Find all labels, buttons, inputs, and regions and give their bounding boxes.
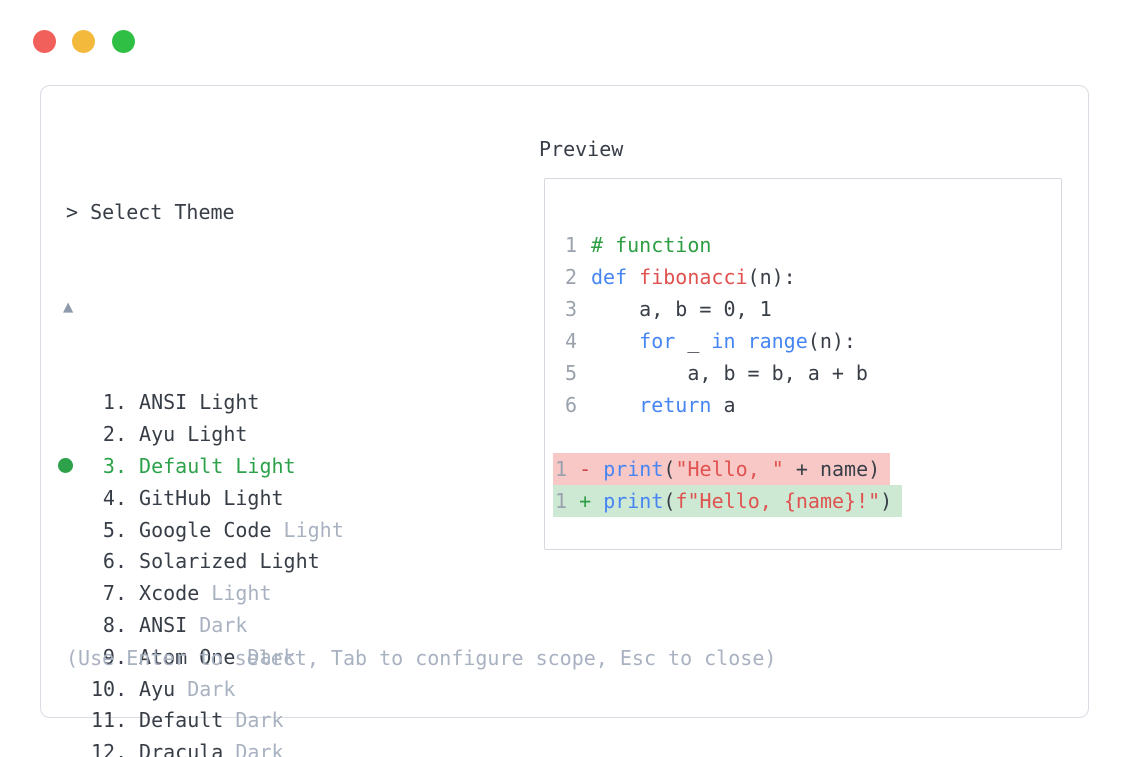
theme-item[interactable]: 7. Xcode Light <box>41 578 344 610</box>
theme-item-name-muted: Dark <box>187 612 248 637</box>
theme-item[interactable]: 6. Solarized Light <box>41 546 344 578</box>
theme-item-name-muted: Dark <box>223 740 284 757</box>
theme-item-number: 5. <box>102 517 127 542</box>
theme-item-name: Xcode <box>127 581 200 606</box>
theme-item-number: 3. <box>102 453 127 478</box>
theme-item[interactable]: 5. Google Code Light <box>41 515 344 547</box>
diff-removed-line: 1 - print("Hello, " + name) <box>553 453 902 485</box>
theme-item[interactable]: 3. Default Light <box>41 451 344 483</box>
theme-item-number: 11. <box>91 708 128 733</box>
code-line: 5 a, b = b, a + b <box>564 361 868 385</box>
code-line: 4 for _ in range(n): <box>564 329 856 353</box>
theme-item[interactable]: 11. Default Dark <box>41 705 344 737</box>
theme-item-name: ANSI Light <box>127 390 260 415</box>
theme-item[interactable]: 4. GitHub Light <box>41 483 344 515</box>
theme-item[interactable]: 8. ANSI Dark <box>41 610 344 642</box>
diff-added-line: 1 + print(f"Hello, {name}!") <box>553 485 903 517</box>
theme-item-name: Dracula <box>127 740 224 757</box>
theme-item-number: 2. <box>102 422 127 447</box>
theme-item-name-muted: Light <box>199 581 272 606</box>
theme-item-name: Google Code <box>127 517 272 542</box>
theme-item-number: 6. <box>102 549 127 574</box>
theme-item-name: Ayu Light <box>127 422 248 447</box>
empty-line <box>553 421 902 453</box>
selected-indicator <box>58 451 91 483</box>
window-minimize-button[interactable] <box>72 30 95 53</box>
window-maximize-button[interactable] <box>112 30 135 53</box>
theme-item[interactable]: 2. Ayu Light <box>41 419 344 451</box>
theme-item-name: Solarized Light <box>127 549 320 574</box>
theme-item[interactable]: 9. Atom One Dark <box>41 642 344 674</box>
theme-item-name-muted: Dark <box>235 644 296 669</box>
theme-item-name-muted: Dark <box>223 708 284 733</box>
theme-item[interactable]: 10. Ayu Dark <box>41 674 344 706</box>
theme-item[interactable]: 12. Dracula Dark <box>41 737 344 757</box>
select-theme-prompt: > Select Theme <box>66 199 235 224</box>
theme-item-number: 10. <box>91 676 128 701</box>
theme-item-name: Atom One <box>127 644 236 669</box>
code-line: 1# function <box>564 233 712 257</box>
theme-item-number: 4. <box>102 485 127 510</box>
code-line: 3 a, b = 0, 1 <box>564 297 772 321</box>
theme-item-name: ANSI <box>127 612 188 637</box>
green-dot-icon <box>58 458 73 474</box>
theme-item-name-muted: Dark <box>175 676 236 701</box>
theme-item-name: Ayu <box>127 676 176 701</box>
theme-item[interactable]: 1. ANSI Light <box>41 387 344 419</box>
scroll-up-icon[interactable]: ▲ <box>63 296 74 317</box>
keyboard-hint-text: (Use Enter to select, Tab to configure s… <box>66 646 777 670</box>
theme-item-number: 7. <box>102 581 127 606</box>
theme-item-number: 12. <box>91 740 128 757</box>
theme-item-name: Default <box>127 708 224 733</box>
theme-item-name: Default Light <box>127 453 296 478</box>
theme-item-number: 9. <box>102 644 127 669</box>
theme-item-name-muted: Light <box>271 517 344 542</box>
theme-item-number: 8. <box>102 612 127 637</box>
window-close-button[interactable] <box>33 30 56 53</box>
theme-item-number: 1. <box>102 390 127 415</box>
preview-title: Preview <box>539 137 624 161</box>
theme-item-name: GitHub Light <box>127 485 284 510</box>
code-line: 6 return a <box>564 393 736 417</box>
